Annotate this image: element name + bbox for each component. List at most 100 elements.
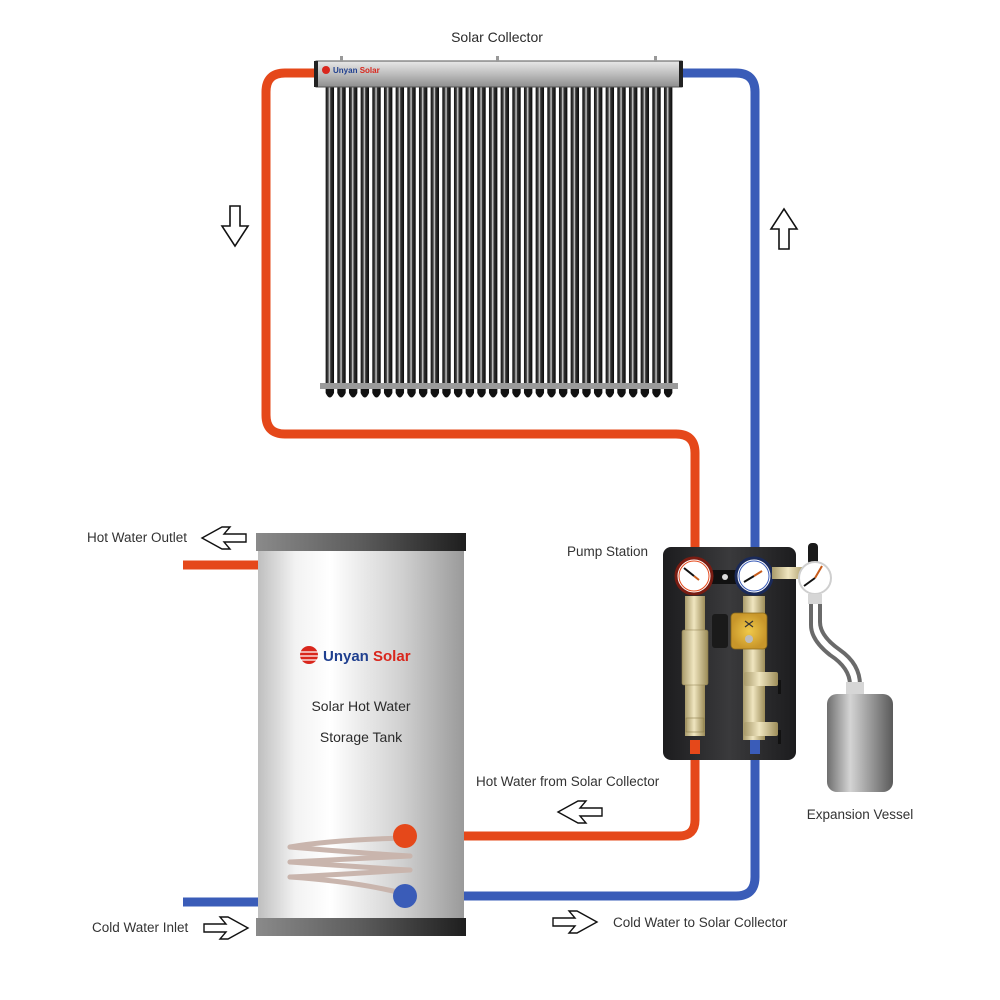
thermometer-gauge-cold (734, 556, 774, 596)
evacuated-tube (430, 87, 440, 388)
tube-end-cap (500, 388, 510, 398)
cold-pipe-stub (750, 740, 760, 754)
evacuated-tube (617, 87, 626, 388)
pressure-gauge (798, 561, 832, 595)
vent-nub (496, 56, 499, 62)
flex-hose (818, 604, 862, 686)
hot-pipe-collector-to-pump (261, 68, 700, 548)
pump-station (663, 547, 808, 760)
evacuated-tube (652, 87, 661, 388)
header-cap-left (314, 61, 318, 87)
hot-water-outlet-label: Hot Water Outlet (87, 530, 187, 545)
pump-logo-icon (745, 635, 753, 643)
cold-water-inlet-label: Cold Water Inlet (92, 920, 189, 935)
evacuated-tube (383, 87, 393, 388)
tube-end-cap (582, 388, 591, 398)
tube-end-cap (465, 388, 475, 398)
tube-end-cap (640, 388, 650, 398)
vent-nub (654, 56, 657, 62)
evacuated-tube (663, 87, 673, 388)
tube-end-cap (512, 388, 521, 398)
arrow-up-icon (769, 207, 799, 250)
evacuated-tube (500, 87, 510, 388)
evacuated-tube (418, 87, 428, 388)
tube-end-cap (395, 388, 405, 398)
evacuated-tube (547, 87, 556, 388)
circulation-pump (730, 612, 768, 650)
coil-hot-connection (393, 824, 417, 848)
hot-pipe-network (183, 68, 700, 841)
evacuated-tube (325, 87, 335, 388)
tube-end-cap (488, 388, 498, 398)
tube-end-cap (407, 388, 416, 398)
header-cap-right (679, 61, 683, 87)
flex-hose (809, 604, 852, 686)
evacuated-tubes (325, 87, 673, 398)
arrow-down-icon (220, 205, 250, 248)
brand-logo-icon (322, 66, 330, 74)
collector-brand-text: Unyan Solar (333, 66, 380, 75)
evacuated-tube (558, 87, 568, 388)
arrow-left-icon (556, 800, 603, 824)
collector-bottom-rail (320, 383, 678, 389)
tube-end-cap (453, 388, 463, 398)
evacuated-tube (407, 87, 416, 388)
expansion-vessel (827, 694, 893, 792)
tube-end-cap (372, 388, 381, 398)
tube-end-cap (383, 388, 393, 398)
arrow-right-icon (552, 910, 599, 934)
safety-valve-cap (808, 543, 818, 565)
evacuated-tube (395, 87, 405, 388)
evacuated-tube (640, 87, 650, 388)
tube-end-cap (593, 388, 603, 398)
evacuated-tube (605, 87, 615, 388)
arrow-right-icon (203, 916, 250, 940)
tank-label-line1: Solar Hot Water (311, 698, 410, 714)
cold-pipe-pump-to-collector (680, 68, 760, 548)
flow-meter-sight (681, 629, 709, 686)
collector-header (315, 60, 683, 88)
hot-pipe-stub (690, 740, 700, 754)
tank-bottom-cap (256, 918, 466, 936)
tank-brand-logo: Unyan Solar (300, 646, 411, 665)
tube-end-cap (477, 388, 486, 398)
tube-end-cap (337, 388, 346, 398)
collector-brand-logo: Unyan Solar (322, 66, 380, 75)
vent-nub (340, 56, 343, 62)
tube-end-cap (535, 388, 545, 398)
evacuated-tube (453, 87, 463, 388)
evacuated-tube (337, 87, 346, 388)
cold-pipe-tank-to-pump (405, 752, 760, 901)
evacuated-tube (488, 87, 498, 388)
tube-end-cap (360, 388, 370, 398)
coil-cold-connection (393, 884, 417, 908)
tube-end-cap (325, 388, 335, 398)
arrow-left-icon (200, 526, 247, 550)
brand-globe-icon (300, 646, 318, 664)
tube-end-cap (652, 388, 661, 398)
tank-top-cap (256, 533, 466, 551)
evacuated-tube (348, 87, 358, 388)
tube-end-cap (442, 388, 451, 398)
expansion-vessel-assembly (798, 543, 893, 792)
tube-end-cap (430, 388, 440, 398)
solar-collector: Unyan Solar (314, 56, 683, 398)
pump-station-label: Pump Station (567, 544, 648, 559)
evacuated-tube (535, 87, 545, 388)
valve-handle (778, 680, 781, 694)
tube-end-cap (605, 388, 615, 398)
tube-end-cap (547, 388, 556, 398)
tank-label-line2: Storage Tank (320, 729, 403, 745)
evacuated-tube (582, 87, 591, 388)
evacuated-tube (628, 87, 638, 388)
evacuated-tube (523, 87, 533, 388)
evacuated-tube (512, 87, 521, 388)
tube-end-cap (558, 388, 568, 398)
storage-tank: Unyan Solar Solar Hot Water Storage Tank (256, 533, 466, 936)
cold-water-to-collector-label: Cold Water to Solar Collector (613, 915, 788, 930)
tank-brand-text: Unyan Solar (323, 648, 411, 665)
tube-end-cap (348, 388, 358, 398)
tube-end-cap (617, 388, 626, 398)
evacuated-tube (360, 87, 370, 388)
